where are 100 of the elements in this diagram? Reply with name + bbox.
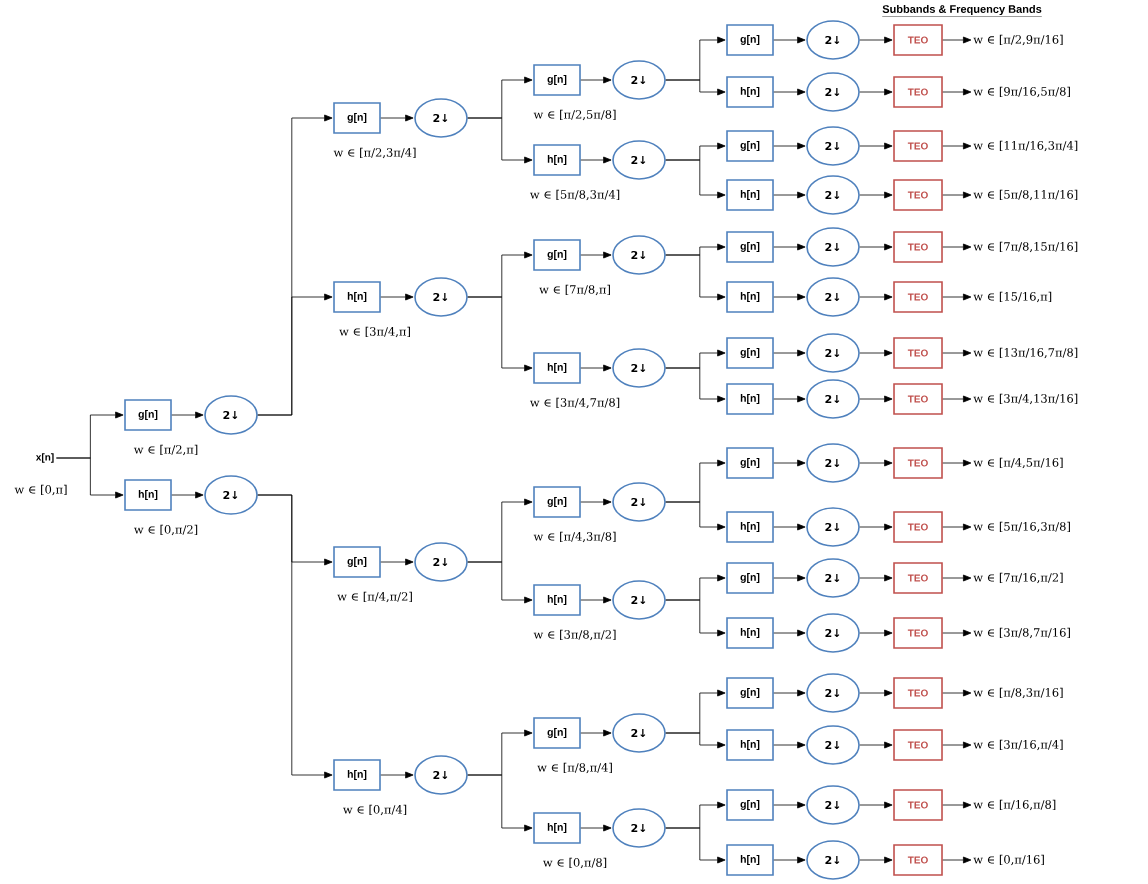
arrow	[773, 395, 806, 403]
arrow	[665, 79, 726, 96]
arrow	[773, 349, 806, 357]
filter-box: h[n]	[726, 383, 774, 415]
teo-box: TEO	[893, 729, 943, 761]
filter-box: h[n]	[533, 584, 581, 616]
arrow	[773, 243, 806, 251]
teo-box: TEO	[893, 24, 943, 56]
arrow	[942, 88, 972, 96]
arrow	[773, 523, 806, 531]
arrow	[580, 824, 612, 832]
arrow	[942, 191, 972, 199]
output-band-label: w ∈ [π/2,9π/16]	[973, 34, 1063, 46]
output-band-label: w ∈ [7π/16,π/2]	[973, 572, 1063, 584]
arrow	[859, 88, 893, 96]
band-label: w ∈ [π/8,π/4]	[537, 762, 612, 774]
arrow	[773, 801, 806, 809]
arrow	[859, 243, 893, 251]
arrow	[942, 574, 972, 582]
output-band-label: w ∈ [π/16,π/8]	[973, 799, 1056, 811]
arrow	[580, 596, 612, 604]
filter-box: g[n]	[533, 239, 581, 271]
teo-box: TEO	[893, 562, 943, 594]
output-band-label: w ∈ [13π/16,7π/8]	[973, 347, 1078, 359]
output-band-label: w ∈ [0,π/16]	[973, 854, 1044, 866]
filter-box: g[n]	[726, 130, 774, 162]
teo-box: TEO	[893, 677, 943, 709]
arrow	[665, 159, 726, 199]
arrow	[942, 459, 972, 467]
band-label: w ∈ [0,π/4]	[343, 804, 407, 816]
filter-box: g[n]	[726, 677, 774, 709]
arrow	[171, 491, 204, 499]
arrow	[665, 501, 726, 531]
output-band-label: w ∈ [5π/8,11π/16]	[973, 189, 1078, 201]
band-label: w ∈ [3π/4,7π/8]	[530, 397, 620, 409]
teo-box: TEO	[893, 337, 943, 369]
band-label: w ∈ [π/2,5π/8]	[533, 109, 616, 121]
arrow	[942, 523, 972, 531]
arrow	[859, 459, 893, 467]
arrow	[380, 114, 414, 122]
arrow	[942, 293, 972, 301]
arrow	[942, 395, 972, 403]
arrow	[665, 367, 726, 403]
arrow	[942, 801, 972, 809]
arrow	[665, 827, 726, 864]
output-band-label: w ∈ [3π/16,π/4]	[973, 739, 1063, 751]
input-signal-label: x[n]	[35, 453, 54, 463]
filter-box: h[n]	[333, 759, 381, 791]
band-label: w ∈ [π/2,π]	[133, 444, 198, 456]
band-label: w ∈ [5π/8,3π/4]	[530, 189, 620, 201]
arrow	[665, 254, 726, 301]
arrow	[773, 629, 806, 637]
output-band-label: w ∈ [9π/16,5π/8]	[973, 86, 1070, 98]
filter-box: g[n]	[533, 717, 581, 749]
filter-box: g[n]	[726, 24, 774, 56]
arrow	[859, 689, 893, 697]
teo-box: TEO	[893, 179, 943, 211]
arrow	[773, 293, 806, 301]
teo-box: TEO	[893, 447, 943, 479]
band-label: w ∈ [0,π/8]	[543, 857, 607, 869]
filter-box: h[n]	[726, 179, 774, 211]
arrow	[580, 156, 612, 164]
filter-box: g[n]	[533, 486, 581, 518]
filter-box: h[n]	[726, 76, 774, 108]
band-label: w ∈ [π/2,3π/4]	[333, 147, 416, 159]
arrow	[859, 629, 893, 637]
teo-box: TEO	[893, 844, 943, 876]
filter-box: h[n]	[726, 511, 774, 543]
arrow	[257, 293, 333, 416]
arrow	[467, 296, 533, 372]
arrow	[773, 741, 806, 749]
arrow	[773, 36, 806, 44]
filter-box: h[n]	[533, 352, 581, 384]
band-label: w ∈ [7π/8,π]	[539, 284, 610, 296]
teo-box: TEO	[893, 281, 943, 313]
filter-box: h[n]	[333, 281, 381, 313]
filter-box: h[n]	[533, 144, 581, 176]
arrow	[380, 558, 414, 566]
arrow	[380, 293, 414, 301]
output-band-label: w ∈ [3π/4,13π/16]	[973, 393, 1078, 405]
filter-box: g[n]	[333, 102, 381, 134]
arrow	[859, 856, 893, 864]
filter-box: g[n]	[726, 337, 774, 369]
arrow	[859, 142, 893, 150]
arrow	[859, 801, 893, 809]
filter-box: g[n]	[726, 562, 774, 594]
output-band-label: w ∈ [π/8,3π/16]	[973, 687, 1063, 699]
filter-box: h[n]	[726, 844, 774, 876]
arrow	[859, 293, 893, 301]
arrow	[467, 561, 533, 604]
band-label: w ∈ [3π/8,π/2]	[533, 629, 616, 641]
arrow	[859, 574, 893, 582]
arrow	[942, 349, 972, 357]
arrow	[580, 729, 612, 737]
arrow	[859, 395, 893, 403]
band-label: w ∈ [π/4,3π/8]	[533, 531, 616, 543]
filter-box: g[n]	[533, 64, 581, 96]
arrow	[942, 741, 972, 749]
filter-box: h[n]	[124, 479, 172, 511]
filter-box: g[n]	[333, 546, 381, 578]
